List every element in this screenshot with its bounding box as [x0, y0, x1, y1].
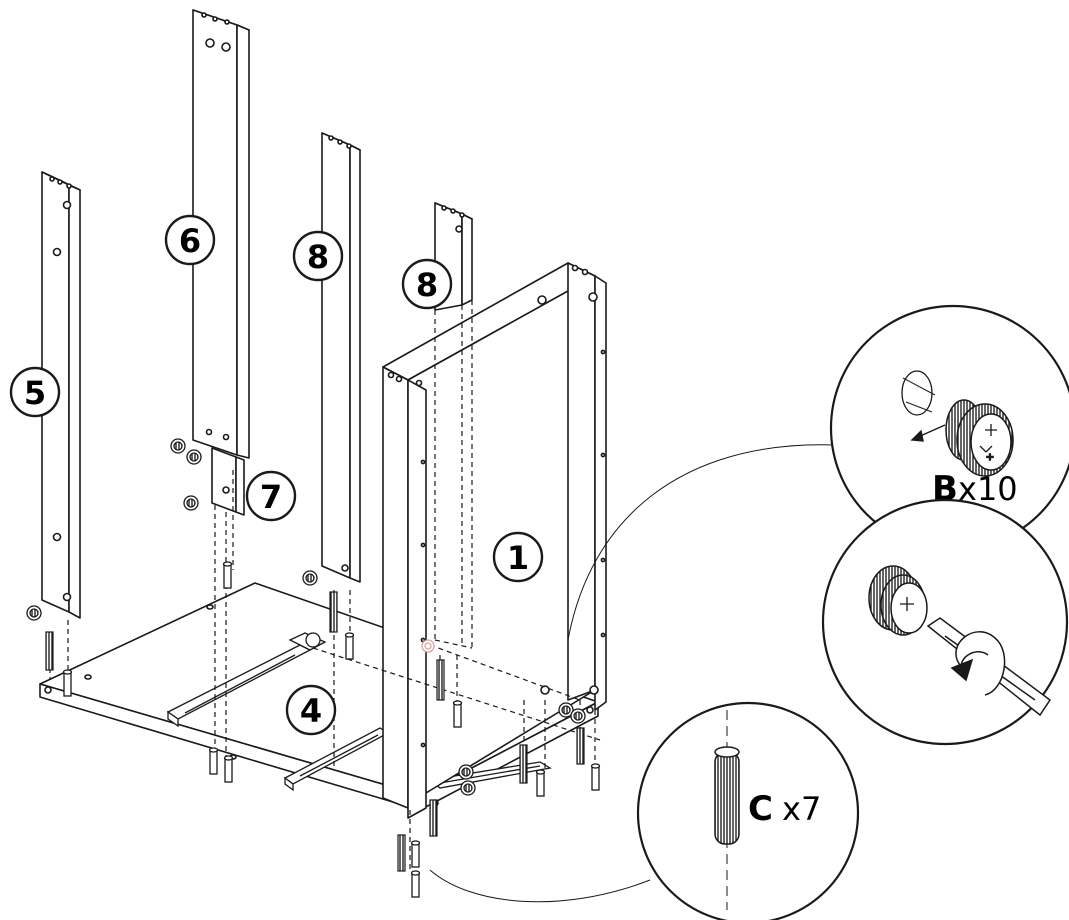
part-number-6: 6 — [179, 222, 201, 260]
part-label-4: 4 — [285, 684, 337, 736]
part-number-7: 7 — [260, 478, 282, 516]
callout-b: + B x10 — [829, 304, 1069, 552]
part-number-1: 1 — [507, 539, 529, 577]
back-panel — [382, 262, 607, 819]
cam-lock-large-icon: + — [945, 399, 1014, 477]
part-label-6: 6 — [164, 214, 216, 266]
cam-locks — [26, 438, 586, 796]
part-label-8-left: 8 — [292, 230, 344, 282]
part-label-7: 7 — [245, 470, 297, 522]
drawer-rail-left — [166, 632, 327, 728]
leader-lines — [429, 444, 836, 903]
arrow-left-icon — [910, 424, 946, 442]
panel-part-7 — [211, 447, 245, 516]
rotate-arrow-icon — [950, 631, 1006, 696]
hardware-letter-c: C — [748, 789, 773, 829]
cam-lock-icon — [868, 565, 928, 636]
part-number-8-left: 8 — [307, 238, 329, 276]
part-label-1: 1 — [492, 531, 544, 583]
hardware-qty-c: x7 — [782, 790, 821, 828]
part-number-8-right: 8 — [416, 266, 438, 304]
dowel-large-icon — [714, 746, 740, 845]
part-label-8-right: 8 — [401, 258, 453, 310]
callout-cam-turn — [821, 498, 1069, 746]
panel-part-8-left — [321, 132, 361, 583]
part-label-5: 5 — [9, 366, 61, 418]
cam-bore-icon — [901, 370, 936, 416]
callout-c: C x7 — [636, 701, 860, 920]
dowels — [45, 591, 585, 872]
part-number-5: 5 — [24, 374, 46, 412]
part-number-4: 4 — [300, 692, 322, 730]
panel-part-6 — [192, 9, 250, 459]
svg-text:+: + — [986, 452, 994, 463]
screws — [62, 561, 601, 898]
